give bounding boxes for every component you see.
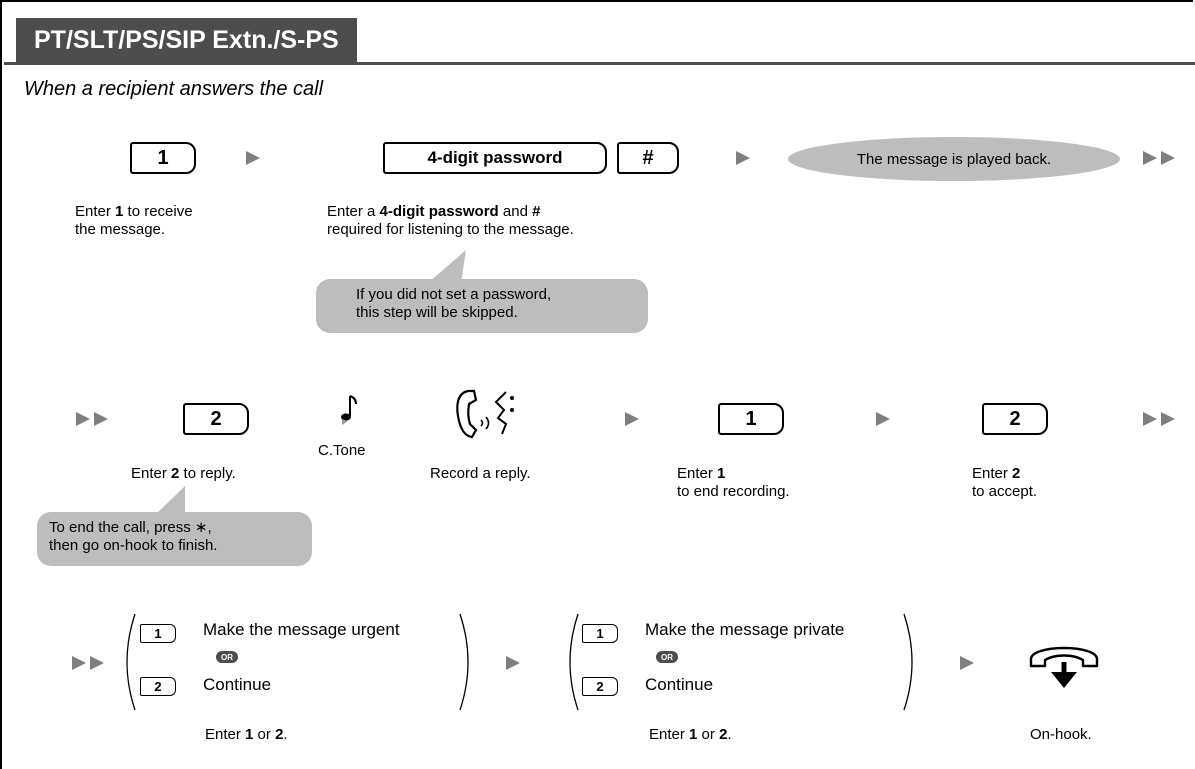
- choice-label-2: Enter 1 or 2.: [649, 726, 732, 743]
- bracket-left: [569, 613, 579, 711]
- option-key-1: 1: [582, 624, 618, 643]
- arrow-right-icon: [960, 656, 974, 670]
- bracket-left: [126, 613, 136, 711]
- on-hook-handset-icon: [1029, 646, 1099, 688]
- arrow-right-icon: [736, 151, 750, 165]
- step2-label: Enter a 4-digit password and # required …: [327, 203, 574, 238]
- choice-label-1: Enter 1 or 2.: [205, 726, 288, 743]
- key-1: 1: [130, 142, 196, 174]
- record-label: Record a reply.: [430, 465, 531, 482]
- arrow-right-icon: [246, 151, 260, 165]
- subtitle: When a recipient answers the call: [24, 78, 324, 100]
- double-arrow-icon: [1143, 412, 1175, 426]
- on-hook-label: On-hook.: [1030, 726, 1092, 743]
- end-call-bubble: To end the call, press ∗,then go on-hook…: [37, 512, 312, 566]
- key-2: 2: [183, 403, 249, 435]
- key-2-accept: 2: [982, 403, 1048, 435]
- option-key-1: 1: [140, 624, 176, 643]
- bubble-tail: [154, 486, 185, 516]
- bracket-right: [903, 613, 913, 711]
- or-badge: OR: [216, 651, 238, 663]
- option-urgent: Make the message urgent: [203, 620, 400, 639]
- option-private: Make the message private: [645, 620, 845, 639]
- music-note-icon: [341, 395, 357, 425]
- arrow-right-icon: [625, 412, 639, 426]
- reply-label: Enter 2 to reply.: [131, 465, 236, 482]
- option-continue: Continue: [645, 675, 714, 694]
- section-tab-title: PT/SLT/PS/SIP Extn./S-PS: [16, 18, 357, 62]
- option-continue: Continue: [203, 675, 272, 694]
- handset-speaking-icon: [456, 389, 514, 439]
- option-key-2: 2: [140, 677, 176, 696]
- ctone-label: C.Tone: [318, 442, 366, 459]
- arrow-right-icon: [876, 412, 890, 426]
- hash-key: #: [617, 142, 679, 174]
- playback-ellipse: The message is played back.: [788, 137, 1120, 181]
- double-arrow-icon: [1143, 151, 1175, 165]
- password-skip-bubble: If you did not set a password,this step …: [316, 279, 648, 333]
- option-key-2: 2: [582, 677, 618, 696]
- step1-label: Enter 1 to receive the message.: [75, 203, 193, 238]
- or-badge: OR: [656, 651, 678, 663]
- double-arrow-icon: [76, 412, 108, 426]
- double-arrow-icon: [72, 656, 104, 670]
- password-key: 4-digit password: [383, 142, 607, 174]
- key-1-end-recording: 1: [718, 403, 784, 435]
- bracket-right: [459, 613, 469, 711]
- arrow-right-icon: [506, 656, 520, 670]
- tab-underline: [4, 62, 1195, 65]
